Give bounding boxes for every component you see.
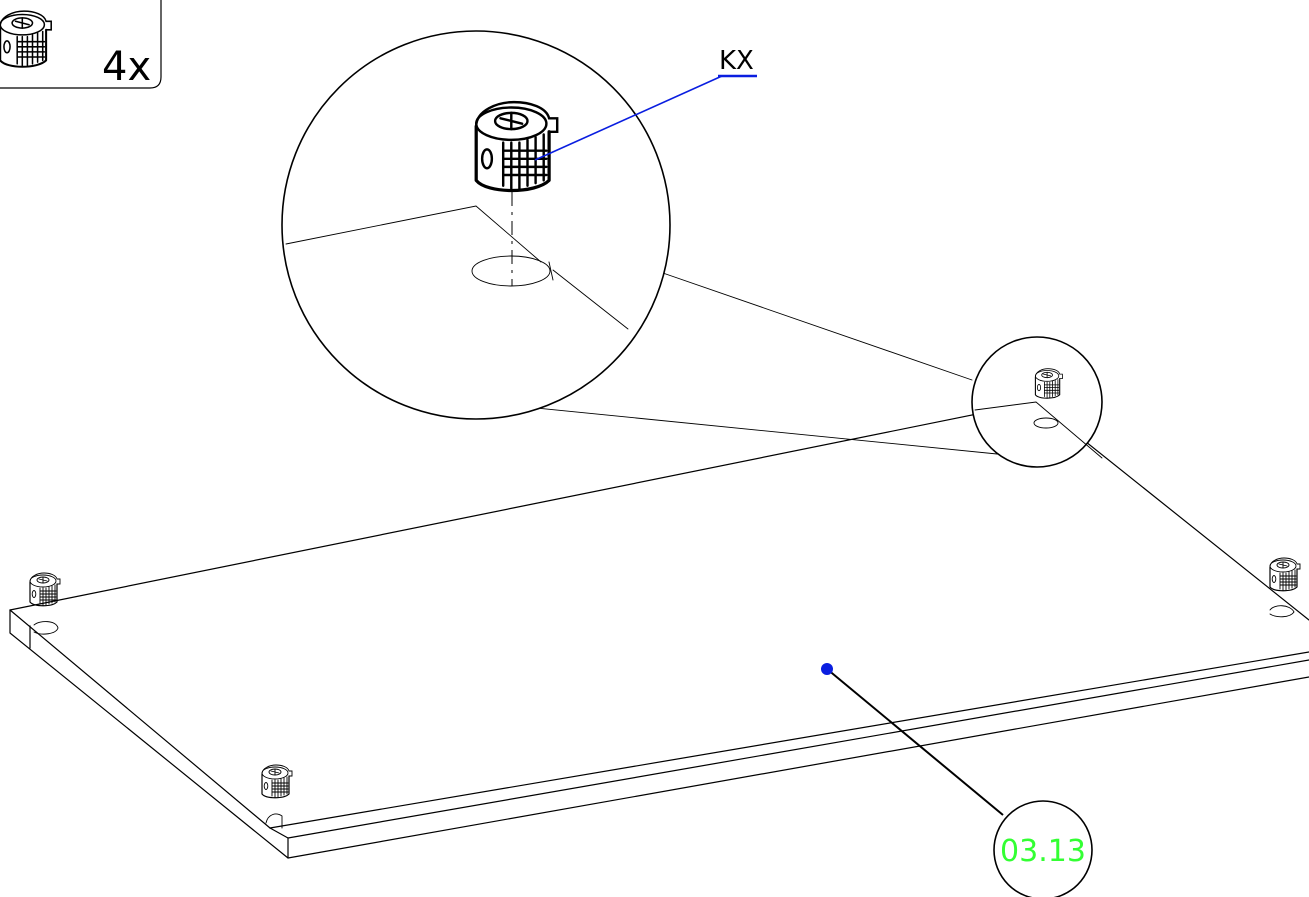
leader-dot (821, 663, 833, 675)
cam-fitting-icon (0, 10, 53, 68)
magnified-detail-circle (281, 30, 671, 420)
part-code-label: KX (719, 46, 754, 76)
panel-board (9, 401, 1309, 859)
quantity-label: 4x (102, 44, 151, 90)
detail-marker-circle (971, 336, 1103, 468)
part-number-label: 03.13 (1000, 834, 1086, 869)
cam-fitting-back-left (261, 764, 293, 799)
part-number-callout: 03.13 (821, 663, 1093, 897)
quantity-box: 4x (0, 0, 162, 90)
part-code-callout: KX (534, 46, 757, 161)
cam-fitting-right (1269, 557, 1301, 592)
detail-leaders (475, 271, 1038, 459)
